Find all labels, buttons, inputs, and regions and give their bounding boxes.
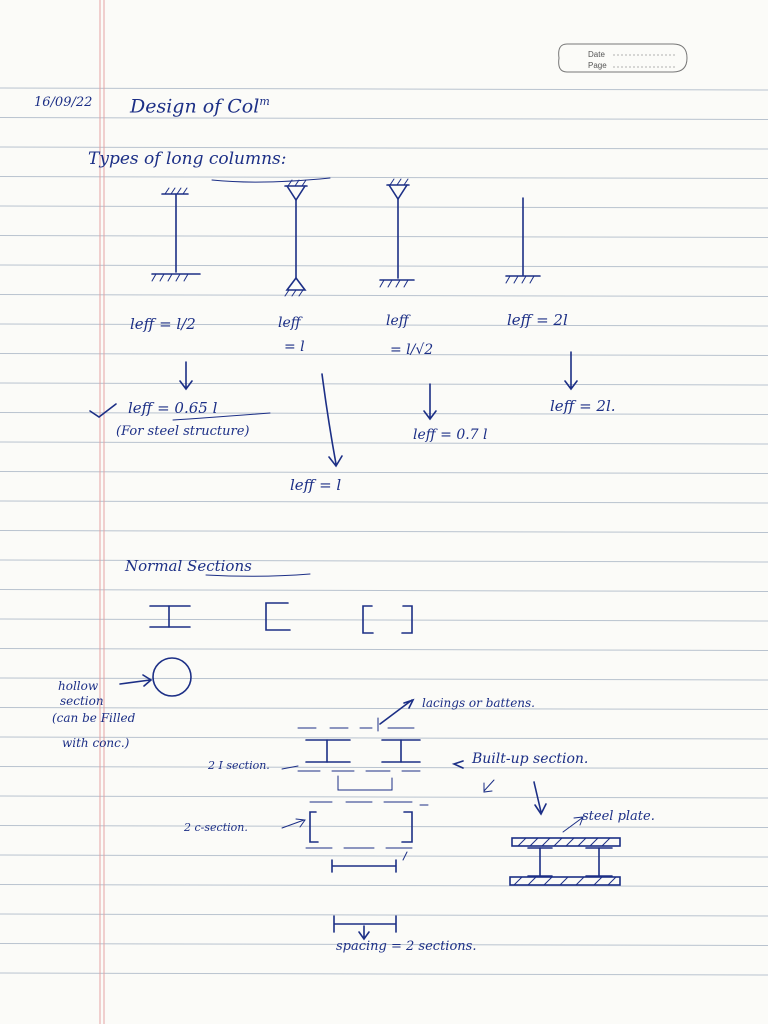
col3-leff: leff bbox=[386, 313, 409, 329]
date-page-stamp bbox=[558, 43, 688, 73]
ruled-line bbox=[0, 618, 768, 622]
hollow-label-3: (can be Filled bbox=[52, 711, 136, 725]
lacings-label: lacings or battens. bbox=[422, 696, 535, 710]
two-i-label: 2 I section. bbox=[208, 759, 270, 772]
ruled-line bbox=[0, 323, 768, 327]
two-c-section-sketch bbox=[281, 801, 429, 873]
ruled-line bbox=[0, 264, 768, 268]
normal-sections-heading: Normal Sections bbox=[125, 557, 252, 575]
arrow-col1 bbox=[179, 361, 193, 391]
hollow-arrow bbox=[119, 674, 153, 687]
lacings-arrow bbox=[379, 698, 415, 725]
arrow-col3 bbox=[423, 383, 437, 421]
ruled-line bbox=[0, 382, 768, 386]
ruled-line bbox=[0, 441, 768, 445]
ruled-line bbox=[0, 87, 768, 91]
col1-result: leff = 0.65 l bbox=[128, 399, 218, 417]
ruled-line bbox=[0, 176, 768, 179]
channel-section-shape bbox=[265, 602, 291, 631]
heading-underline bbox=[211, 177, 331, 183]
spacing-dimension bbox=[333, 915, 397, 941]
check-mark bbox=[89, 403, 117, 418]
column-pinned-pinned bbox=[284, 179, 308, 297]
page-title: Design of Colm bbox=[130, 95, 270, 118]
ruled-line bbox=[0, 559, 768, 563]
ruled-line bbox=[0, 854, 768, 858]
entry-date: 16/09/22 bbox=[34, 95, 93, 110]
stamp-date-label: Date bbox=[588, 50, 605, 59]
steel-plate-sketch bbox=[509, 816, 621, 886]
col1-leff: leff = l/2 bbox=[130, 315, 196, 333]
column-free-fixed bbox=[505, 197, 541, 284]
ruled-line bbox=[0, 471, 768, 474]
hollow-label-2: section bbox=[60, 694, 104, 708]
steel-plate-label: steel plate. bbox=[582, 809, 655, 824]
ruled-line bbox=[0, 972, 768, 976]
ruled-line bbox=[0, 235, 768, 238]
ruled-line bbox=[0, 294, 768, 297]
ruled-line bbox=[0, 943, 768, 946]
long-columns-heading: Types of long columns: bbox=[88, 149, 287, 169]
hollow-circle bbox=[152, 657, 192, 697]
two-i-section-sketch bbox=[281, 698, 421, 791]
ruled-line bbox=[0, 589, 768, 592]
column-fixed-fixed bbox=[151, 187, 201, 282]
col1-note: (For steel structure) bbox=[116, 424, 250, 439]
builtup-arrow-left bbox=[451, 760, 464, 769]
builtup-label: Built-up section. bbox=[472, 751, 589, 767]
col4-result: leff = 2l. bbox=[550, 397, 616, 415]
two-c-label: 2 c-section. bbox=[184, 821, 248, 834]
double-channel-shape bbox=[362, 605, 413, 634]
arrow-col2 bbox=[321, 373, 343, 468]
ruled-line bbox=[0, 530, 768, 533]
ruled-line bbox=[0, 146, 768, 150]
col3-eq: = l/√2 bbox=[390, 342, 434, 358]
stamp-page-label: Page bbox=[588, 61, 607, 70]
ruled-line bbox=[0, 117, 768, 120]
col4-leff: leff = 2l bbox=[507, 311, 568, 329]
hollow-label-4: with conc.) bbox=[62, 736, 130, 750]
col2-eq: = l bbox=[284, 339, 305, 355]
i-section-shape bbox=[149, 605, 191, 628]
ruled-line bbox=[0, 205, 768, 209]
ruled-line bbox=[0, 913, 768, 917]
ruled-line bbox=[0, 736, 768, 740]
column-pinned-fixed bbox=[379, 178, 415, 288]
ruled-line bbox=[0, 766, 768, 769]
col2-result: leff = l bbox=[290, 476, 342, 494]
col3-result: leff = 0.7 l bbox=[413, 427, 488, 443]
result-underline bbox=[172, 412, 271, 421]
ruled-line bbox=[0, 353, 768, 356]
spacing-label: spacing = 2 sections. bbox=[336, 939, 477, 954]
ruled-line bbox=[0, 412, 768, 415]
ruled-line bbox=[0, 884, 768, 887]
ruled-line bbox=[0, 795, 768, 799]
hollow-label-1: hollow bbox=[58, 679, 99, 693]
arrow-col4 bbox=[564, 351, 578, 391]
ruled-line bbox=[0, 825, 768, 828]
ruled-line bbox=[0, 500, 768, 504]
builtup-arrow-down bbox=[533, 781, 547, 816]
col2-leff: leff bbox=[278, 315, 301, 331]
ruled-line bbox=[0, 648, 768, 651]
ruled-line bbox=[0, 707, 768, 710]
ruled-line bbox=[0, 677, 768, 681]
